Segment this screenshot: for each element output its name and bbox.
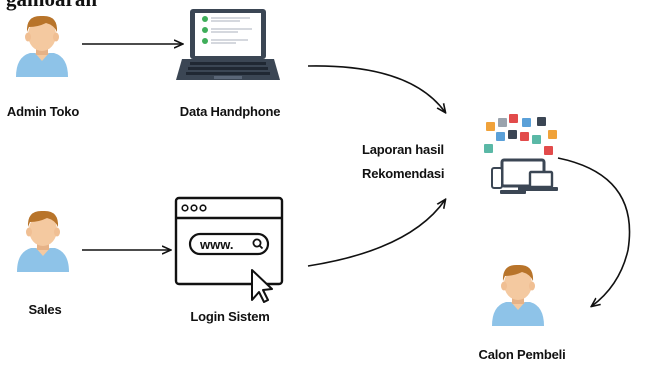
label-data-handphone: Data Handphone xyxy=(179,104,281,119)
arrow-data-to-report xyxy=(307,65,445,112)
label-sales: Sales xyxy=(28,302,62,317)
buyer-person-icon xyxy=(492,264,544,326)
arrow-login-to-report xyxy=(307,200,445,267)
label-admin-toko: Admin Toko xyxy=(6,104,80,119)
multimedia-devices-icon xyxy=(484,114,558,194)
browser-window-icon xyxy=(174,196,284,286)
clipped-heading: gamoaran xyxy=(6,0,97,12)
sales-person-icon xyxy=(17,210,69,272)
label-calon-pembeli: Calon Pembeli xyxy=(478,347,566,362)
admin-person-icon xyxy=(16,15,68,78)
label-laporan-line1: Laporan hasil xyxy=(362,142,444,157)
laptop-icon xyxy=(176,9,280,80)
url-text: www. xyxy=(199,237,233,252)
cursor-icon xyxy=(251,269,273,303)
arrow-report-to-buyer xyxy=(557,157,631,306)
label-login-sistem: Login Sistem xyxy=(190,309,270,324)
label-laporan-line2: Rekomendasi xyxy=(362,166,445,181)
connector-arrows xyxy=(82,44,631,306)
